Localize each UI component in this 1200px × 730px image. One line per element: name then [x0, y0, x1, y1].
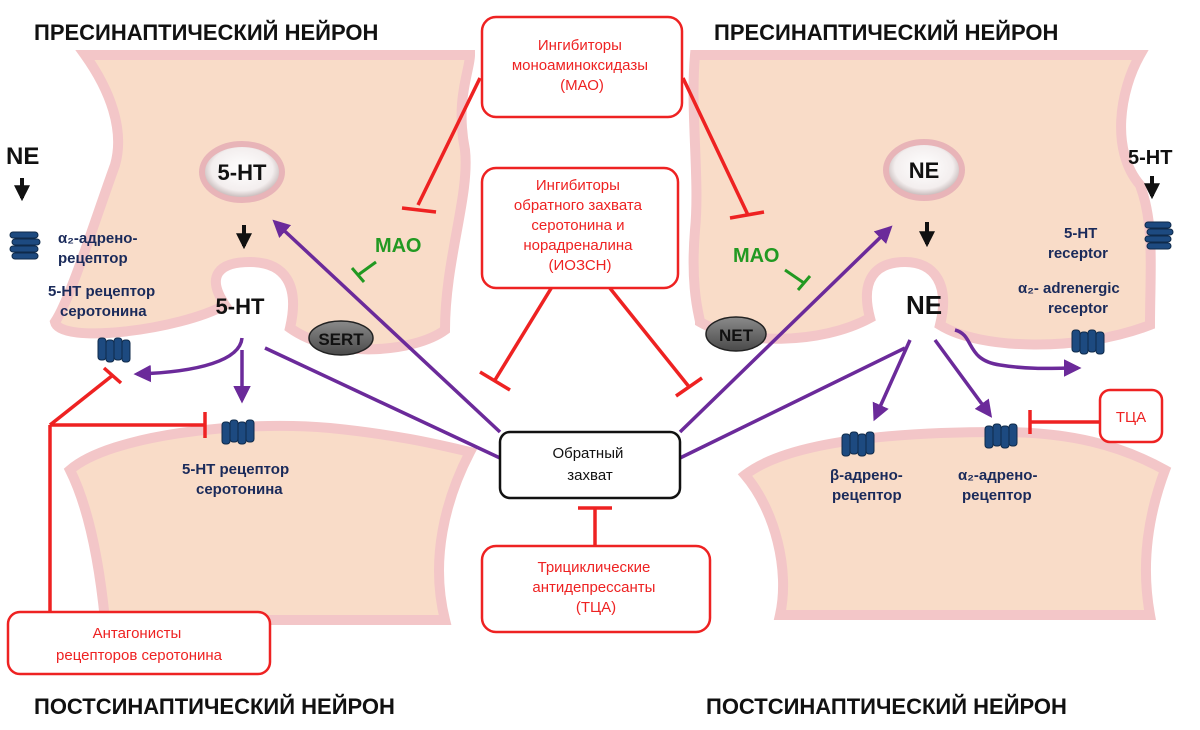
5ht-receptor-pre-left-icon [97, 337, 131, 363]
svg-text:Ингибиторы обратного зах: Ингибиторы обратного захвата серотонина … [514, 177, 646, 274]
5ht-receptor-right-label: 5-HT receptor [1048, 225, 1108, 262]
alpha2-receptor-post-right-label: α₂-адрено- рецептор [958, 467, 1042, 504]
postsynaptic-neuron-right [737, 426, 1172, 620]
sert-label: SERT [318, 330, 364, 349]
mao-inhibitors-box: Ингибиторы моноаминоксидазы (МАО) [480, 15, 684, 119]
ne-external-left: NE [6, 143, 39, 170]
reuptake-arrows [133, 219, 1082, 460]
tca-box: Трициклические антидепрессанты (ТЦА) [480, 544, 712, 634]
svg-text:Антагонисты рецепторов с: Антагонисты рецепторов серотонина [56, 625, 223, 664]
vesicle-right: NE [883, 139, 965, 201]
release-arrows [14, 176, 1160, 250]
alpha2-receptor-post-right-icon [984, 423, 1018, 449]
title-postsynaptic-left: ПОСТСИНАПТИЧЕСКИЙ НЕЙРОН [34, 694, 395, 719]
title-presynaptic-left: ПРЕСИНАПТИЧЕСКИЙ НЕЙРОН [34, 20, 378, 45]
reuptake-box: Обратный захват [498, 430, 682, 500]
vesicle-right-label: NE [909, 158, 940, 183]
presynaptic-neuron-left [49, 50, 476, 355]
inhibition-lines [48, 77, 1100, 615]
title-postsynaptic-right: ПОСТСИНАПТИЧЕСКИЙ НЕЙРОН [706, 694, 1067, 719]
5ht-receptor-post-left-icon [221, 419, 255, 445]
released-ne-right: NE [906, 290, 942, 320]
beta-receptor-right-label: β-адрено- рецептор [830, 467, 907, 504]
5ht-receptor-right-icon [1144, 221, 1174, 250]
svg-text:Трициклические антидепре: Трициклические антидепрессанты (ТЦА) [532, 559, 659, 616]
svg-text:Ингибиторы моноаминоксид: Ингибиторы моноаминоксидазы (МАО) [512, 37, 652, 94]
svg-text:Обратный захват: Обратный захват [552, 445, 627, 484]
neuron-shapes [49, 50, 1172, 625]
antagonists-box: Антагонисты рецепторов серотонина [6, 610, 272, 676]
beta-receptor-post-right-icon [841, 431, 875, 457]
mao-right: МАО [733, 245, 812, 291]
postsynaptic-neuron-left [63, 420, 478, 625]
alpha2-receptor-left-icon [9, 231, 41, 260]
mao-left-label: МАО [375, 235, 421, 257]
released-5ht-left: 5-HT [216, 294, 265, 319]
alpha2-receptor-left-label: α₂-адрено- рецептор [58, 230, 142, 267]
5ht-receptor-pre-left-label: 5-HT рецептор серотонина [48, 283, 159, 320]
sert-transporter: SERT [308, 320, 374, 356]
title-presynaptic-right: ПРЕСИНАПТИЧЕСКИЙ НЕЙРОН [714, 20, 1058, 45]
ht-external-right: 5-HT [1128, 147, 1172, 169]
mao-left: МАО [350, 235, 421, 283]
alpha2-adrenergic-right-label: α₂- adrenergic receptor [1018, 280, 1124, 317]
snri-box: Ингибиторы обратного захвата серотонина … [480, 166, 680, 290]
tca-small-label: ТЦА [1116, 409, 1146, 426]
alpha2-adrenergic-receptor-right-icon [1071, 329, 1105, 355]
mao-right-label: МАО [733, 245, 779, 267]
net-label: NET [719, 326, 754, 345]
vesicle-left-label: 5-HT [218, 160, 267, 185]
5ht-receptor-post-left-label: 5-HT рецептор серотонина [182, 461, 293, 498]
receptor-icons [9, 221, 1174, 457]
vesicle-left: 5-HT [199, 141, 285, 203]
net-transporter: NET [705, 316, 767, 352]
tca-small-box: ТЦА [1098, 388, 1164, 444]
